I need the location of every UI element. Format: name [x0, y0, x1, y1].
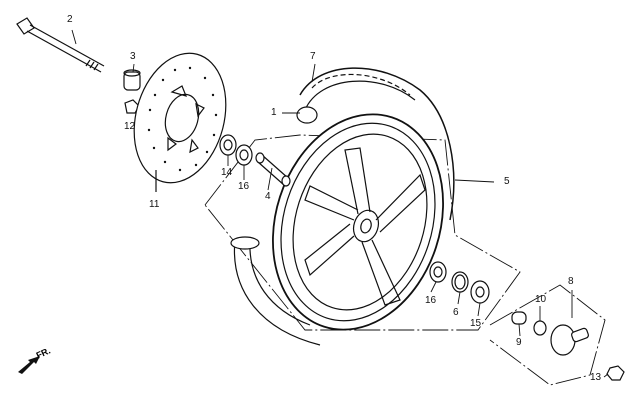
- circlip: [451, 271, 469, 293]
- front-direction-arrow-icon: [18, 356, 40, 374]
- callout-1: 1: [271, 107, 277, 118]
- callout-14: 14: [221, 167, 233, 178]
- right-bearing: [470, 280, 490, 304]
- left-seal: [235, 144, 253, 166]
- callout-4: 4: [265, 191, 271, 202]
- callout-3: 3: [130, 51, 136, 62]
- callout-11: 11: [149, 199, 160, 210]
- brake-disc: [133, 52, 227, 184]
- fender: [233, 239, 321, 346]
- callout-8: 8: [568, 276, 574, 287]
- callout-12: 12: [124, 121, 136, 132]
- callout-6: 6: [453, 307, 459, 318]
- callout-5: 5: [504, 176, 510, 187]
- collar: [123, 69, 141, 91]
- tire: [296, 67, 455, 221]
- callout-13: 13: [590, 372, 602, 383]
- callout-16-right: 16: [425, 295, 437, 306]
- left-bearing: [219, 134, 237, 156]
- callout-15: 15: [470, 318, 482, 329]
- callout-9: 9: [516, 337, 522, 348]
- distance-collar: [255, 152, 291, 187]
- callout-2: 2: [67, 14, 73, 25]
- callout-16-left: 16: [238, 181, 250, 192]
- axle-nut: [606, 365, 625, 381]
- callout-10: 10: [535, 294, 547, 305]
- axle-bolt: [16, 17, 105, 73]
- wheel: [272, 113, 444, 331]
- right-seal: [429, 261, 447, 283]
- speedometer-gearbox: [511, 311, 589, 356]
- callout-7: 7: [310, 51, 316, 62]
